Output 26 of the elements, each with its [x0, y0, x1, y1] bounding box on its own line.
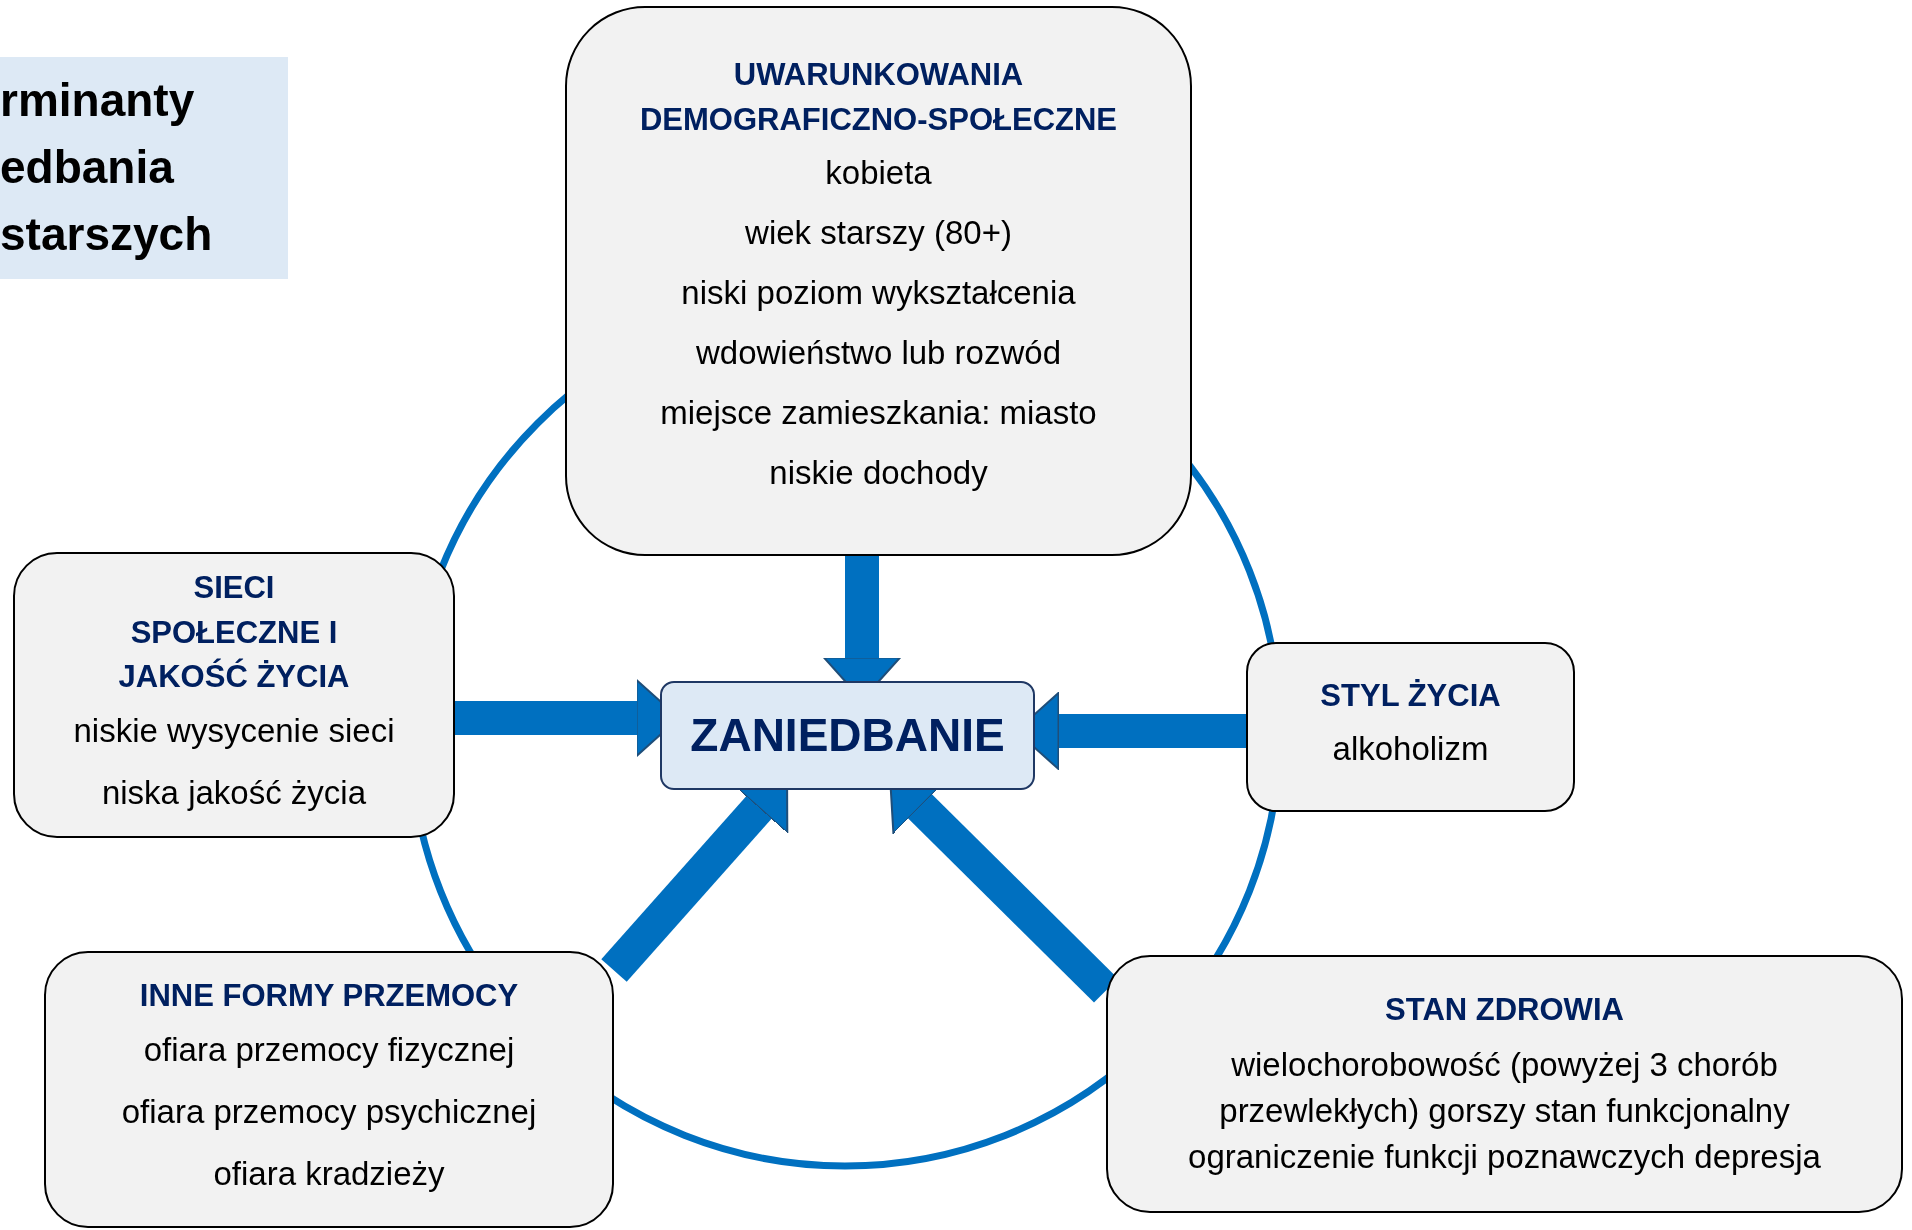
factor-text: ofiara kradzieży — [213, 1153, 445, 1194]
factor-text: ofiara przemocy fizycznej — [143, 1029, 515, 1070]
category-box — [13, 552, 455, 838]
central-box — [660, 681, 1035, 790]
category-box — [1106, 955, 1903, 1213]
category-box — [565, 6, 1192, 556]
factor-text: niski poziom wykształcenia — [681, 272, 1076, 313]
category-box — [44, 951, 614, 1228]
factor-text: niskie wysycenie sieci — [73, 711, 395, 752]
category-heading: STAN ZDROWIA — [1385, 990, 1624, 1029]
factor-text: niskie dochody — [769, 452, 988, 493]
factor-text: wiek starszy (80+) — [745, 212, 1012, 253]
factor-text: kobieta — [825, 152, 932, 193]
category-heading: INNE FORMY PRZEMOCY — [139, 977, 519, 1016]
category-heading: STYL ŻYCIA — [1320, 676, 1501, 715]
title: rminanty edbania starszych — [0, 73, 214, 262]
factor-text: wielochorobowość (powyżej 3 chorób przewlekłych) gorszy stan funkcjonalny ograniczenie funkcji poznawczych depresja — [1187, 1045, 1822, 1178]
central-label: ZANIEDBANIE — [690, 708, 1005, 764]
factor-text: niska jakość życia — [101, 773, 367, 814]
category-heading: UWARUNKOWANIA DEMOGRAFICZNO-SPOŁECZNE — [638, 56, 1119, 139]
factor-text: ofiara przemocy psychicznej — [121, 1091, 537, 1132]
factor-text: alkoholizm — [1332, 729, 1489, 770]
factor-text: wdowieństwo lub rozwód — [696, 332, 1061, 373]
category-heading: SIECI SPOŁECZNE I JAKOŚĆ ŻYCIA — [117, 568, 351, 697]
category-box — [1246, 642, 1575, 812]
factor-text: miejsce zamieszkania: miasto — [660, 392, 1097, 433]
